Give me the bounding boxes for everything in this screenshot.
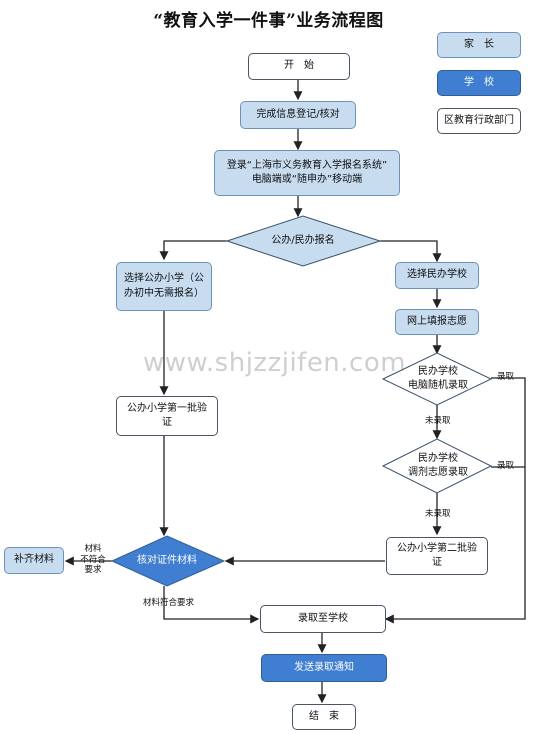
decision-adjust-line1: 民办学校 xyxy=(418,452,458,464)
edge-label-admit-2: 录取 xyxy=(497,461,515,471)
decision-diamond-public-private xyxy=(225,215,382,267)
node-login-system: 登录“上海市义务教育入学报名系统” 电脑端或“随申办”移动端 xyxy=(214,150,400,196)
node-choose-private: 选择民办学校 xyxy=(395,262,479,289)
decision-materials-label: 核对证件材料 xyxy=(137,554,197,566)
decision-public-private-label: 公办/民办报名 xyxy=(271,234,335,246)
legend-district: 区教育行政部门 xyxy=(437,108,521,134)
edge-label-material-fail: 材料 不符合 要求 xyxy=(77,544,109,576)
edge-label-admit-1: 录取 xyxy=(497,372,515,382)
decision-adjust-label: 民办学校 调剂志愿录取 xyxy=(396,451,480,481)
node-public-first-verify: 公办小学第一批验证 xyxy=(116,396,218,436)
node-choose-public: 选择公办小学（公办初中无需报名） xyxy=(116,262,212,311)
edge-label-material-fail-1: 材料 xyxy=(84,544,102,554)
legend-family: 家 长 xyxy=(437,32,521,58)
node-login-system-line2: 电脑端或“随申办”移动端 xyxy=(251,174,363,185)
edge-label-material-ok: 材料符合要求 xyxy=(143,598,195,608)
node-info-register: 完成信息登记/核对 xyxy=(240,101,356,129)
page-title: “教育入学一件事”业务流程图 xyxy=(153,11,384,31)
node-public-second-verify: 公办小学第二批验证 xyxy=(386,537,488,575)
node-start: 开 始 xyxy=(248,53,350,80)
decision-diamond-materials xyxy=(110,535,226,587)
node-end: 结 束 xyxy=(292,704,356,730)
decision-random-line2: 电脑随机录取 xyxy=(408,380,468,391)
node-admitted: 录取至学校 xyxy=(260,605,386,633)
decision-diamond-adjust xyxy=(381,438,493,494)
decision-diamond-random xyxy=(381,352,493,406)
decision-random-line1: 民办学校 xyxy=(418,365,458,377)
edge-label-not-admit-2: 未录取 xyxy=(425,509,451,519)
node-send-notice: 发送录取通知 xyxy=(261,654,387,682)
edge-label-material-fail-3: 要求 xyxy=(84,565,102,576)
decision-random-label: 民办学校 电脑随机录取 xyxy=(396,364,480,394)
decision-adjust-line2: 调剂志愿录取 xyxy=(408,467,468,478)
node-supplement: 补齐材料 xyxy=(4,547,64,574)
watermark-text: www.shjzzjifen.com xyxy=(143,348,407,378)
edge-label-not-admit-1: 未录取 xyxy=(425,416,451,426)
node-login-system-line1: 登录“上海市义务教育入学报名系统” xyxy=(226,159,388,171)
legend-school: 学 校 xyxy=(437,70,521,96)
edge-label-material-fail-2: 不符合 xyxy=(80,554,106,565)
node-fill-wish: 网上填报志愿 xyxy=(395,309,479,335)
